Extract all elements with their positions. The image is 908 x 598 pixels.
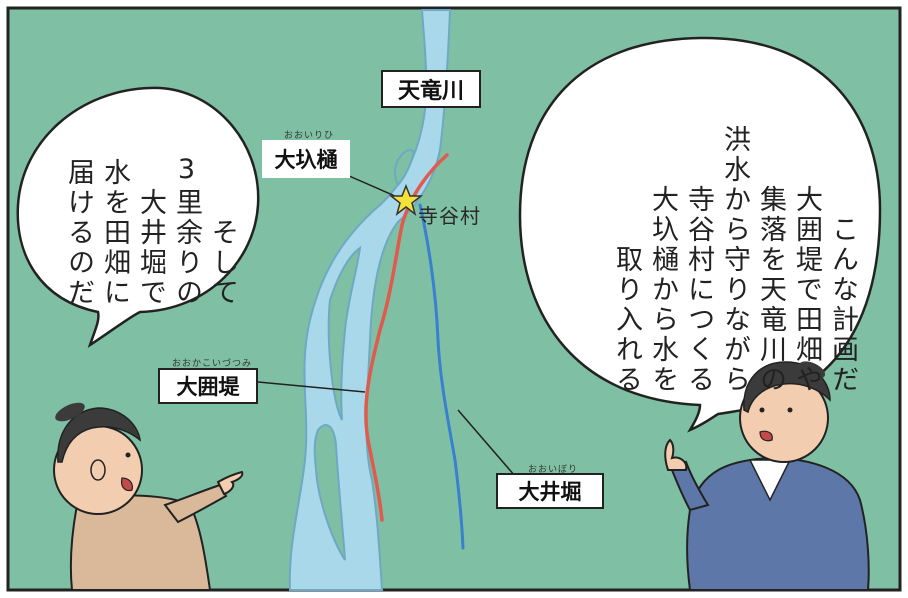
tenryu-river-label: 天竜川 (381, 70, 481, 108)
right-character-mouth (759, 430, 773, 442)
left-character-arm (163, 483, 228, 524)
ooibori-channel-line (418, 203, 465, 550)
ooirihi-ruby: おおいりひ (284, 131, 335, 141)
left-character-eye (125, 452, 131, 458)
river-island (327, 245, 362, 421)
left-character-mouth (121, 477, 133, 492)
star-icon (388, 183, 424, 216)
left-character (53, 402, 244, 591)
right-bubble-column: こんな計画だ (827, 215, 858, 395)
right-speech-bubble (518, 36, 882, 433)
left-bubble-column: そして (207, 218, 238, 308)
ooirihi-label: 大圦樋 (262, 140, 350, 178)
ookakoi-ruby: おおかこいづつみ (172, 359, 253, 369)
right-character-robe (686, 456, 870, 591)
right-character-topknot (798, 361, 826, 379)
pointing-hand-icon (216, 470, 244, 496)
pointing-up-hand-icon (664, 438, 688, 471)
ookakoi-label: 大囲堤 (158, 368, 258, 404)
right-character-eye (759, 407, 765, 413)
ooibori-ruby: おおいぼり (528, 465, 579, 475)
ooibori-leader (457, 409, 516, 477)
right-character-arm (670, 460, 710, 512)
right-bubble-text: こんな計画だ 大囲堤で田畑や 集落を天竜川の 洪水から守りながら 寺谷村につくる… (540, 95, 860, 395)
left-character-hair (57, 407, 141, 463)
left-speech-bubble (16, 86, 260, 348)
right-character (664, 361, 870, 591)
right-bubble-column: 大圦樋から水を (647, 185, 678, 395)
right-bubble-column: 取り入れる (611, 245, 642, 395)
left-character-ear (90, 459, 106, 481)
right-character-eye (787, 407, 793, 413)
ookakoi-leader (257, 381, 366, 393)
right-bubble-column: 洪水から守りながら (719, 125, 750, 395)
left-bubble-column: 大井堀で (135, 188, 166, 308)
left-bubble-column: 3里余りの (171, 154, 202, 308)
river-island (313, 424, 346, 561)
teraya-village-label: 寺谷村 (418, 204, 481, 228)
right-bubble-column: 寺谷村につくる (683, 185, 714, 395)
left-bubble-text: そして 3里余りの 大井堀で 水を田畑に 届けるのだ (30, 118, 240, 308)
ooibori-label: 大井堀 (496, 473, 604, 509)
left-bubble-column: 水を田畑に (99, 158, 130, 308)
left-bubble-column: 届けるのだ (63, 158, 94, 308)
left-character-topknot (55, 402, 85, 422)
river-island (394, 149, 416, 187)
right-bubble-column: 集落を天竜川の (755, 185, 786, 395)
right-bubble-column: 大囲堤で田畑や (791, 185, 822, 395)
